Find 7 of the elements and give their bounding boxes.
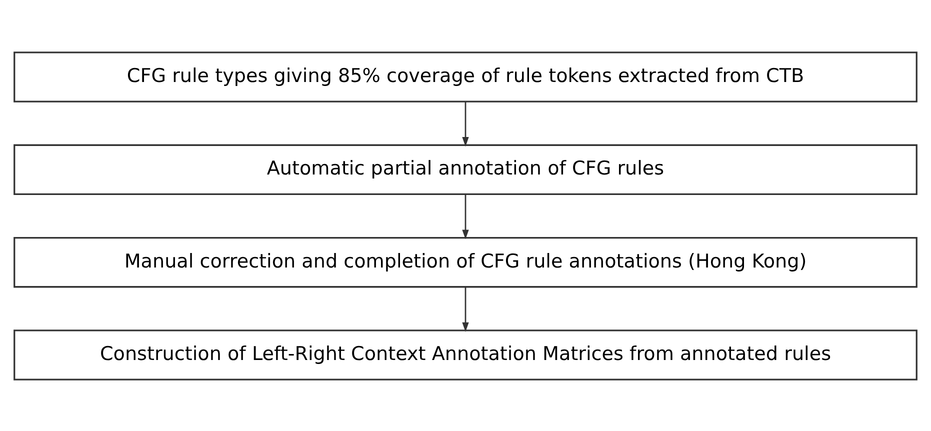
node-box: Manual correction and completion of CFG rule annotations (Hong Kong) [14, 236, 918, 288]
node-box: Construction of Left-Right Context Annotation Matrices from annotated rules [14, 329, 918, 380]
node-box: CFG rule types giving 85% coverage of rule tokens extracted from CTB [14, 51, 918, 102]
node-box: Automatic partial annotation of CFG rules [14, 144, 918, 195]
arrow [462, 101, 469, 146]
arrow [462, 194, 469, 239]
arrow [462, 286, 469, 332]
